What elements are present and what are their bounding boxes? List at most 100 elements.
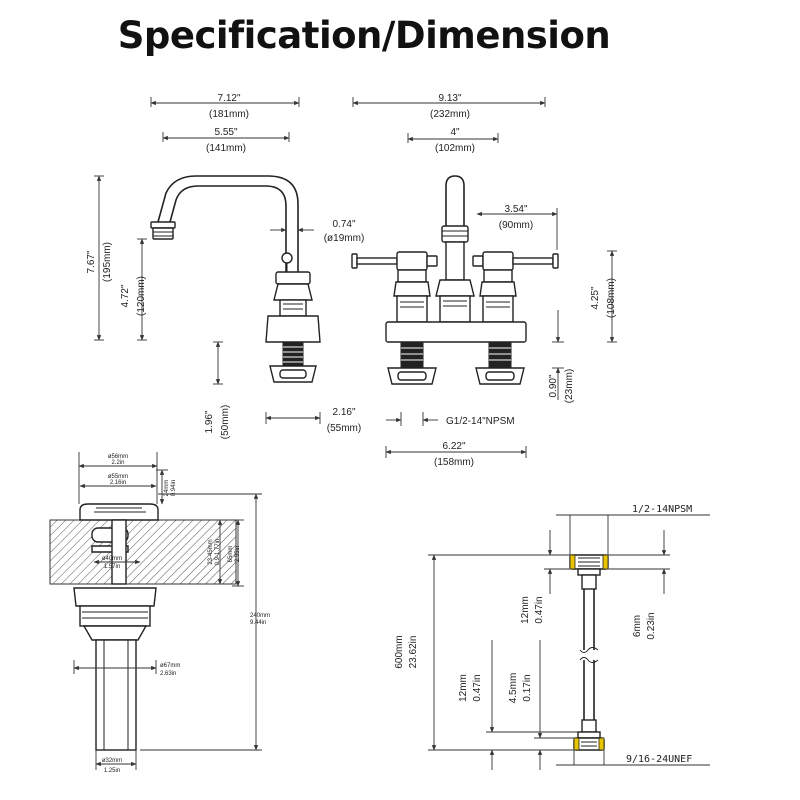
dim-base-width-front: 6.22" (158mm) bbox=[385, 441, 527, 468]
dim-label-in: 7.67" bbox=[86, 250, 97, 273]
dim-label-in: 0.47in bbox=[472, 674, 483, 701]
dim-label-mm: 240mm bbox=[250, 613, 270, 619]
dim-spout-height: 4.72" (120mm) bbox=[120, 238, 147, 341]
right-handle bbox=[472, 251, 559, 323]
dim-label-mm: (90mm) bbox=[499, 220, 533, 231]
dim-label-in: 4" bbox=[450, 127, 460, 138]
dim-label-mm: (232mm) bbox=[430, 109, 470, 120]
dim-label-in: 0.74" bbox=[332, 219, 355, 230]
dim-label-mm: (23mm) bbox=[564, 369, 575, 403]
center-spout bbox=[435, 175, 475, 323]
dim-label-in: 7.12" bbox=[217, 93, 240, 104]
dim-counter-thickness: 23-45mm 0.9-1.77in bbox=[208, 519, 226, 585]
left-handle bbox=[351, 251, 438, 323]
dim-label-mm: (195mm) bbox=[102, 242, 113, 282]
dim-label-in: 0.17in bbox=[522, 674, 533, 701]
hose-top-thread-label: 1/2-14NPSM bbox=[632, 504, 692, 515]
dim-label-in: 4.72" bbox=[120, 284, 131, 307]
dim-thread-length: 0.90" (23mm) bbox=[548, 310, 575, 403]
dim-spout-reach: 5.55" (141mm) bbox=[162, 127, 290, 154]
dim-label-mm: 12mm bbox=[458, 674, 469, 702]
dim-label-in: 4.25" bbox=[590, 286, 601, 309]
dim-label-mm: 12mm bbox=[520, 596, 531, 624]
faucet-body-side bbox=[265, 271, 321, 383]
page-title: Specification/Dimension bbox=[117, 14, 611, 57]
dim-label-mm: 65mm bbox=[228, 546, 234, 563]
dim-drain-cap-diameter: ø56mm 2.2in bbox=[78, 452, 158, 504]
dim-label-mm: (108mm) bbox=[606, 278, 617, 318]
hose-bottom-thread-label: 9/16-24UNEF bbox=[626, 754, 692, 765]
dim-label-mm: (55mm) bbox=[327, 423, 361, 434]
dim-label-in: 0.9-1.77in bbox=[215, 539, 221, 566]
dim-label-in: 0.47in bbox=[534, 596, 545, 623]
dim-label-mm: 600mm bbox=[394, 635, 405, 668]
dim-label-in: 3.54" bbox=[504, 204, 527, 215]
base-plate bbox=[385, 321, 527, 385]
dim-label-in: 23.62in bbox=[408, 636, 419, 669]
dim-label-in: 2.16" bbox=[332, 407, 355, 418]
dim-tail-diameter: ø32mm 1.25in bbox=[95, 750, 137, 774]
dim-label-in: 2.55in bbox=[235, 546, 241, 562]
dim-label-mm: ø55mm bbox=[108, 474, 128, 480]
dim-label-mm: (141mm) bbox=[206, 143, 246, 154]
dim-hose-bottom-thread: 9/16-24UNEF bbox=[556, 750, 710, 766]
spout-outline bbox=[150, 175, 299, 272]
dim-label-mm: (158mm) bbox=[434, 457, 474, 468]
pop-up-drain: ø56mm 2.2in ø55mm 2.16in 24mm 0.94in ø40… bbox=[49, 452, 270, 774]
dim-label-in: 1.57in bbox=[104, 564, 120, 570]
dim-label-in: 0.90" bbox=[548, 374, 559, 397]
dim-spout-diameter: 0.74" (ø19mm) bbox=[270, 219, 364, 244]
dim-hose-length: 600mm 23.62in bbox=[394, 554, 574, 751]
dim-label-mm: (102mm) bbox=[435, 143, 475, 154]
dim-handle-length: 3.54" (90mm) bbox=[476, 204, 558, 250]
dim-label-mm: 6mm bbox=[632, 615, 643, 637]
dim-hose-top-thread: 1/2-14NPSM bbox=[556, 504, 710, 555]
dim-label-mm: 23-45mm bbox=[208, 539, 214, 564]
dim-drain-cap-height: 24mm 0.94in bbox=[156, 469, 177, 505]
dim-label-mm: ø32mm bbox=[102, 758, 122, 764]
dim-label-mm: ø67mm bbox=[160, 663, 180, 669]
dim-overall-height: 7.67" (195mm) bbox=[86, 175, 113, 341]
dim-drain-flange-diameter: ø55mm 2.16in bbox=[79, 474, 157, 489]
dim-label-in: 0.94in bbox=[171, 480, 177, 496]
dim-thread-height: 65mm 2.55in bbox=[228, 519, 244, 587]
dim-label-in: 6.22" bbox=[442, 441, 465, 452]
dim-label-mm: ø56mm bbox=[108, 454, 128, 460]
dim-overall-width-front: 9.13" (232mm) bbox=[352, 93, 546, 120]
dim-label-mm: (ø19mm) bbox=[324, 233, 365, 244]
dim-label-mm: (50mm) bbox=[220, 405, 231, 439]
dim-label-in: 9.13" bbox=[438, 93, 461, 104]
dim-nut-diameter: ø67mm 2.63in bbox=[73, 660, 180, 677]
dim-label-in: 1.96" bbox=[204, 410, 215, 433]
dim-label-in: 0.23in bbox=[646, 612, 657, 639]
dim-shank-length: 1.96" (50mm) bbox=[204, 341, 231, 439]
dim-overall-width-side: 7.12" (181mm) bbox=[150, 93, 300, 120]
dim-drain-body-diameter: ø40mm 1.57in bbox=[93, 556, 141, 570]
dim-thread-spec: G1/2-14"NPSM bbox=[386, 412, 515, 427]
dim-label-in: 5.55" bbox=[214, 127, 237, 138]
dim-label-mm: 24mm bbox=[164, 480, 170, 497]
dim-label-in: 1.25in bbox=[104, 768, 120, 774]
dim-label-mm: 4.5mm bbox=[508, 673, 519, 704]
thread-spec-label: G1/2-14"NPSM bbox=[446, 416, 515, 427]
dim-label-mm: ø40mm bbox=[102, 556, 122, 562]
dim-handle-height: 4.25" (108mm) bbox=[590, 250, 617, 343]
dim-label-in: 2.63in bbox=[160, 671, 176, 677]
dim-label-in: 9.44in bbox=[250, 620, 266, 626]
dim-label-in: 2.2in bbox=[111, 460, 124, 466]
dim-hose-bottom-nut: 12mm 0.47in bbox=[458, 640, 578, 770]
dim-hose-bottom-inner: 4.5mm 0.17in bbox=[508, 640, 574, 770]
dim-drain-total-length: 240mm 9.44in bbox=[140, 493, 270, 751]
dim-label-in: 2.16in bbox=[110, 480, 126, 486]
countertop-right bbox=[125, 519, 237, 585]
dim-hose-top-nut: 12mm 0.47in bbox=[520, 530, 570, 624]
faucet-side-view: 7.12" (181mm) 5.55" (141mm) bbox=[86, 93, 364, 439]
dim-center-spacing: 4" (102mm) bbox=[407, 127, 499, 154]
faucet-front-view: 9.13" (232mm) 4" (102mm) bbox=[351, 93, 617, 468]
dim-base-width-side: 2.16" (55mm) bbox=[265, 407, 361, 434]
dim-label-mm: (181mm) bbox=[209, 109, 249, 120]
dim-label-mm: (120mm) bbox=[136, 276, 147, 316]
supply-hose: 1/2-14NPSM 9/16-24UNEF 600mm 23.62in 12m… bbox=[394, 504, 710, 770]
dim-hose-inner-diameter: 6mm 0.23in bbox=[608, 530, 670, 640]
